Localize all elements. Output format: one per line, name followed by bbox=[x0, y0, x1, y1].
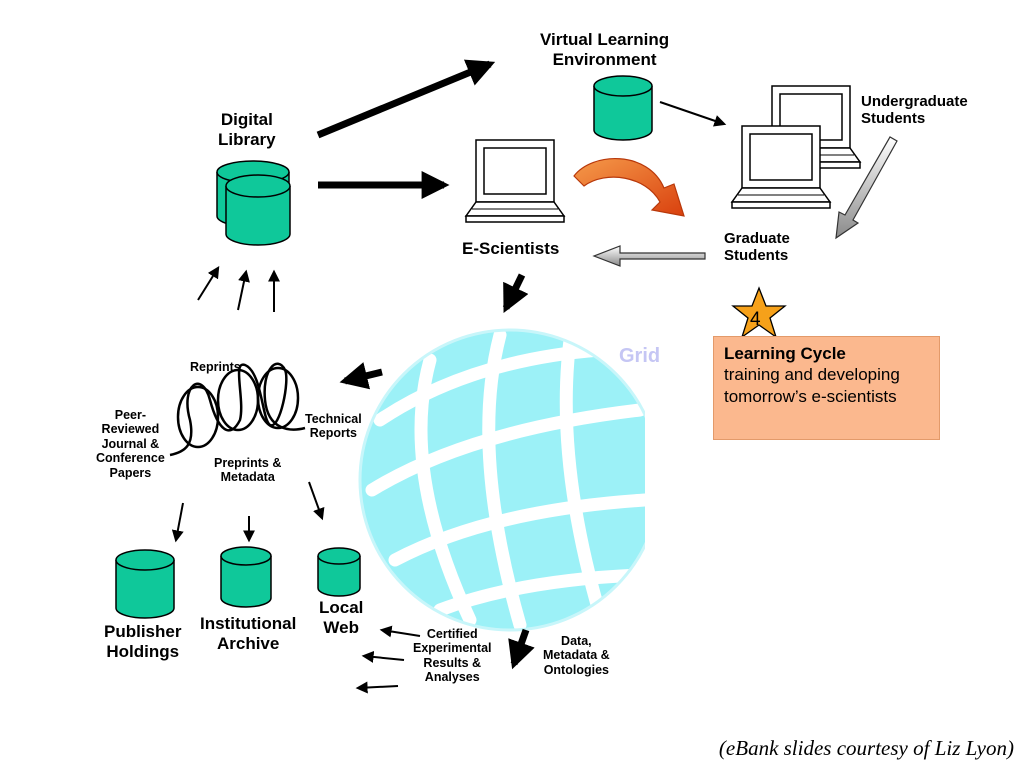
to-localweb-arrow bbox=[308, 481, 325, 521]
coil-loop-1 bbox=[176, 385, 220, 449]
e-scientists-label: E-Scientists bbox=[462, 239, 560, 258]
star-icon bbox=[731, 286, 787, 339]
learning-cycle-step-number: 4 bbox=[750, 309, 761, 330]
learning-cycle-line-2: tomorrow’s e-scientists bbox=[724, 386, 897, 406]
undergrad-to-grad-arrow bbox=[835, 136, 898, 240]
publications-to-library-arrow-2 bbox=[237, 269, 250, 311]
local-web-database-icon bbox=[317, 547, 361, 597]
certified-arrow-3 bbox=[355, 681, 399, 694]
library-to-vle-arrow bbox=[316, 59, 496, 139]
certified-arrow-2 bbox=[361, 650, 405, 663]
publications-coil bbox=[169, 362, 306, 457]
reprints-label: Reprints bbox=[190, 360, 241, 374]
to-publisher-arrow bbox=[171, 502, 184, 543]
graduate-laptop-icon bbox=[731, 125, 831, 209]
institutional-archive-database-icon bbox=[220, 546, 272, 608]
grid-label: Grid bbox=[619, 345, 661, 367]
vle-to-students-arrow bbox=[659, 101, 727, 127]
learning-cycle-box: Learning Cycle training and developing t… bbox=[713, 336, 940, 440]
grid-to-data-arrow bbox=[508, 628, 535, 670]
coil-loop-3 bbox=[256, 366, 300, 430]
e-scientists-laptop-icon bbox=[465, 139, 565, 223]
learning-cycle-curved-arrow bbox=[573, 158, 685, 217]
data-metadata-label: Data,Metadata &Ontologies bbox=[543, 634, 610, 677]
vle-database-icon bbox=[593, 75, 653, 141]
publications-to-library-arrow-1 bbox=[197, 265, 220, 301]
escientists-to-grid-arrow bbox=[502, 273, 529, 314]
learning-cycle-line-1: training and developing bbox=[724, 365, 900, 385]
digital-library-database-icon bbox=[216, 160, 291, 246]
learning-cycle-title: Learning Cycle bbox=[724, 344, 846, 363]
publisher-holdings-database-icon bbox=[115, 549, 175, 619]
slide-credit: (eBank slides courtesy of Liz Lyon) bbox=[718, 736, 1014, 760]
grid-to-publications-arrow bbox=[339, 362, 383, 390]
grad-to-escientists-arrow bbox=[592, 245, 706, 267]
certified-arrow-1 bbox=[379, 625, 421, 638]
grid-globe bbox=[358, 328, 645, 632]
preprints-metadata-label: Preprints &Metadata bbox=[214, 456, 282, 485]
